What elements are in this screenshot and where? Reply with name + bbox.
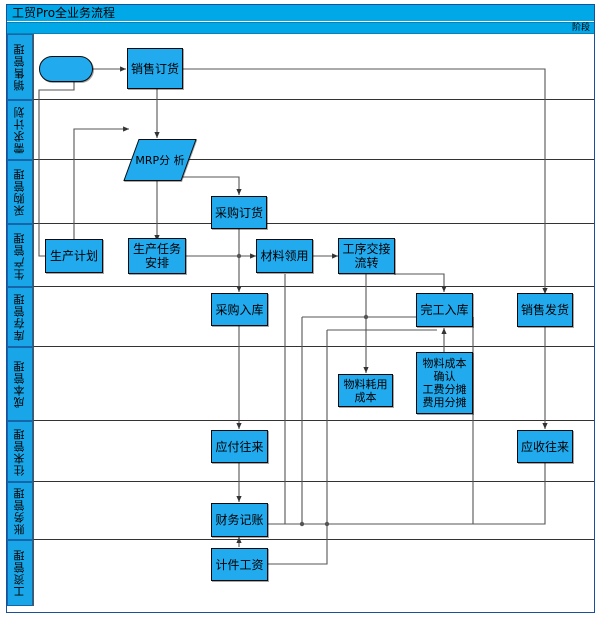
lane-header-cost[interactable]: 成本管理 bbox=[7, 347, 33, 421]
node-production-task[interactable]: 生产任务 安排 bbox=[128, 238, 186, 274]
lane-label-purchase: 采购管理 bbox=[13, 168, 26, 216]
node-sales-order[interactable]: 销售订货 bbox=[127, 48, 183, 89]
node-purchase-inbound[interactable]: 采购入库 bbox=[211, 293, 268, 326]
lane-body-demand bbox=[33, 100, 594, 160]
node-purchase-order[interactable]: 采购订货 bbox=[211, 196, 267, 229]
phase-band: 阶段 bbox=[7, 22, 594, 34]
lane-header-sales[interactable]: 销售管理 bbox=[7, 34, 33, 100]
title-bar: 工贸Pro全业务流程 bbox=[7, 5, 594, 21]
lane-header-production[interactable]: 生产管理 bbox=[7, 224, 33, 287]
lane-label-production: 生产管理 bbox=[13, 231, 26, 280]
node-accounts-receivable[interactable]: 应收往来 bbox=[517, 430, 573, 463]
lane-header-finance[interactable]: 账务管理 bbox=[7, 482, 33, 540]
lane-header-ar-ap[interactable]: 往来管理 bbox=[7, 421, 33, 482]
lane-body-ar-ap bbox=[33, 421, 594, 482]
lane-label-demand: 需求计划 bbox=[13, 106, 26, 154]
lane-body-purchase bbox=[33, 160, 594, 224]
node-accounts-payable[interactable]: 应付往来 bbox=[211, 430, 268, 463]
node-finished-inbound[interactable]: 完工入库 bbox=[416, 293, 473, 327]
page-title: 工贸Pro全业务流程 bbox=[12, 6, 116, 20]
lane-header-inventory[interactable]: 库存管理 bbox=[7, 287, 33, 347]
lane-label-finance: 账务管理 bbox=[13, 487, 26, 535]
node-start[interactable] bbox=[39, 56, 93, 82]
lane-body-finance bbox=[33, 482, 594, 540]
node-piece-rate-wage[interactable]: 计件工资 bbox=[211, 548, 268, 581]
lane-label-cost: 成本管理 bbox=[13, 360, 26, 408]
phase-label: 阶段 bbox=[571, 23, 590, 33]
node-process-transfer[interactable]: 工序交接 流转 bbox=[338, 238, 395, 274]
node-financial-bookkeeping[interactable]: 财务记账 bbox=[211, 503, 268, 537]
lane-label-ar-ap: 往来管理 bbox=[13, 427, 26, 476]
node-mrp-analysis[interactable]: MRP分 析 bbox=[123, 139, 197, 181]
lane-header-purchase[interactable]: 采购管理 bbox=[7, 160, 33, 224]
node-material-issue[interactable]: 材料领用 bbox=[256, 239, 313, 273]
node-production-plan[interactable]: 生产计划 bbox=[45, 239, 103, 273]
lane-label-inventory: 库存管理 bbox=[13, 293, 26, 341]
diagram-canvas: 销售管理 需求计划 采购管理 生产管理 库存管理 成本管理 往来管理 账务管理 … bbox=[7, 34, 594, 612]
node-sales-shipment[interactable]: 销售发货 bbox=[517, 293, 573, 327]
lane-body-production bbox=[33, 224, 594, 287]
lane-label-payroll: 工资管理 bbox=[13, 549, 26, 597]
lane-header-payroll[interactable]: 工资管理 bbox=[7, 540, 33, 606]
lane-body-cost bbox=[33, 347, 594, 421]
lane-body-payroll bbox=[33, 540, 594, 606]
lane-header-demand[interactable]: 需求计划 bbox=[7, 100, 33, 160]
lane-body-inventory bbox=[33, 287, 594, 347]
lane-body-sales bbox=[33, 34, 594, 100]
node-material-consumption-cost[interactable]: 物料耗用 成本 bbox=[338, 374, 393, 407]
lane-label-sales: 销售管理 bbox=[13, 43, 26, 91]
node-cost-confirmation[interactable]: 物料成本 确认 工费分摊 费用分摊 bbox=[416, 352, 473, 414]
